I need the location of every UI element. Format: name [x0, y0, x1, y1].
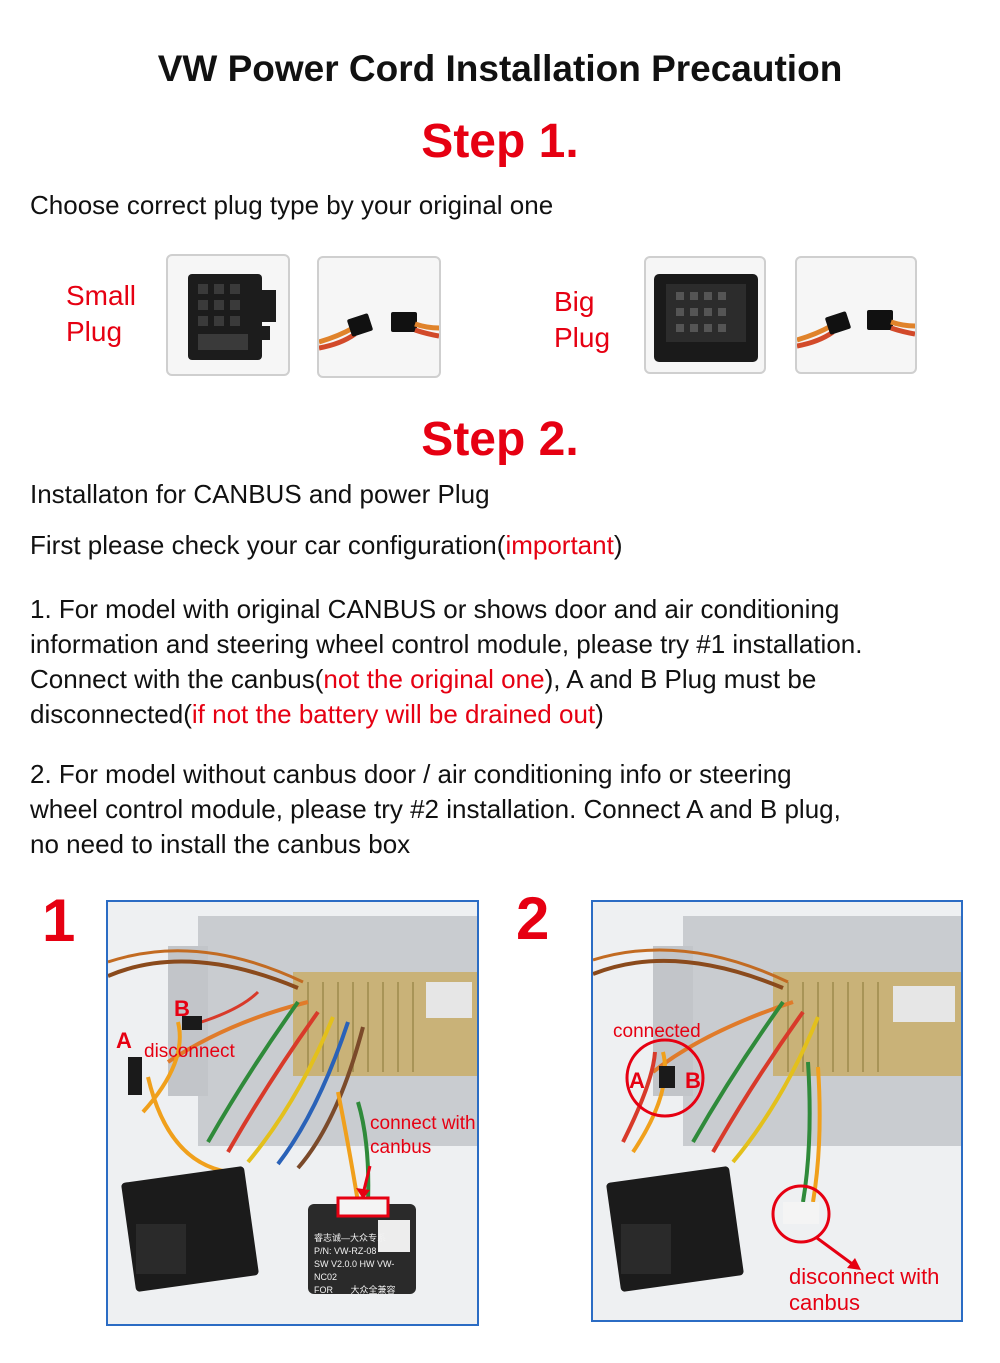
step1-instruction: Choose correct plug type by your origina… — [30, 190, 554, 220]
diagram2-number: 2 — [516, 885, 550, 952]
step2-line2: First please check your car configuratio… — [30, 530, 623, 560]
diagram1-disconnect-label: disconnect — [144, 1041, 235, 1062]
step2-heading: Step 2. — [421, 413, 579, 466]
option2-paragraph: 2. For model without canbus door / air c… — [30, 759, 841, 859]
diagram1-connect-label: connect with canbus — [370, 1113, 476, 1158]
diagram1-plug-a-label: A — [116, 1028, 132, 1053]
diagram1-number: 1 — [42, 887, 76, 954]
diagram1-plug-b-label: B — [174, 996, 190, 1021]
option1-paragraph: 1. For model with original CANBUS or sho… — [30, 594, 863, 729]
diagram2-plug-b-label: B — [685, 1068, 701, 1093]
page-title: VW Power Cord Installation Precaution — [157, 48, 843, 89]
small-plug-label: Small Plug — [66, 280, 137, 347]
diagram2-disconnect-label: disconnect with canbus — [789, 1264, 940, 1315]
big-plug-connector-photo — [644, 256, 766, 374]
big-plug-label: Big Plug — [554, 286, 611, 353]
diagram1-photo: B A disconnect connect with canbus 睿志诚—大… — [106, 900, 479, 1326]
small-plug-connector-photo — [166, 254, 290, 376]
small-plug-wire-photo — [317, 256, 441, 378]
diagram2-photo: connected A B disconnect with canbus — [591, 900, 963, 1322]
step1-heading: Step 1. — [421, 115, 579, 168]
diagram2-connected-label: connected — [613, 1021, 701, 1042]
big-plug-wire-photo — [795, 256, 917, 374]
canbus-box-label: 睿志诚—大众专系 P/N: VW-RZ-08 SW V2.0.0 HW VW-N… — [314, 1233, 396, 1295]
step2-line1: Installaton for CANBUS and power Plug — [30, 479, 490, 509]
diagram2-plug-a-label: A — [629, 1068, 645, 1093]
